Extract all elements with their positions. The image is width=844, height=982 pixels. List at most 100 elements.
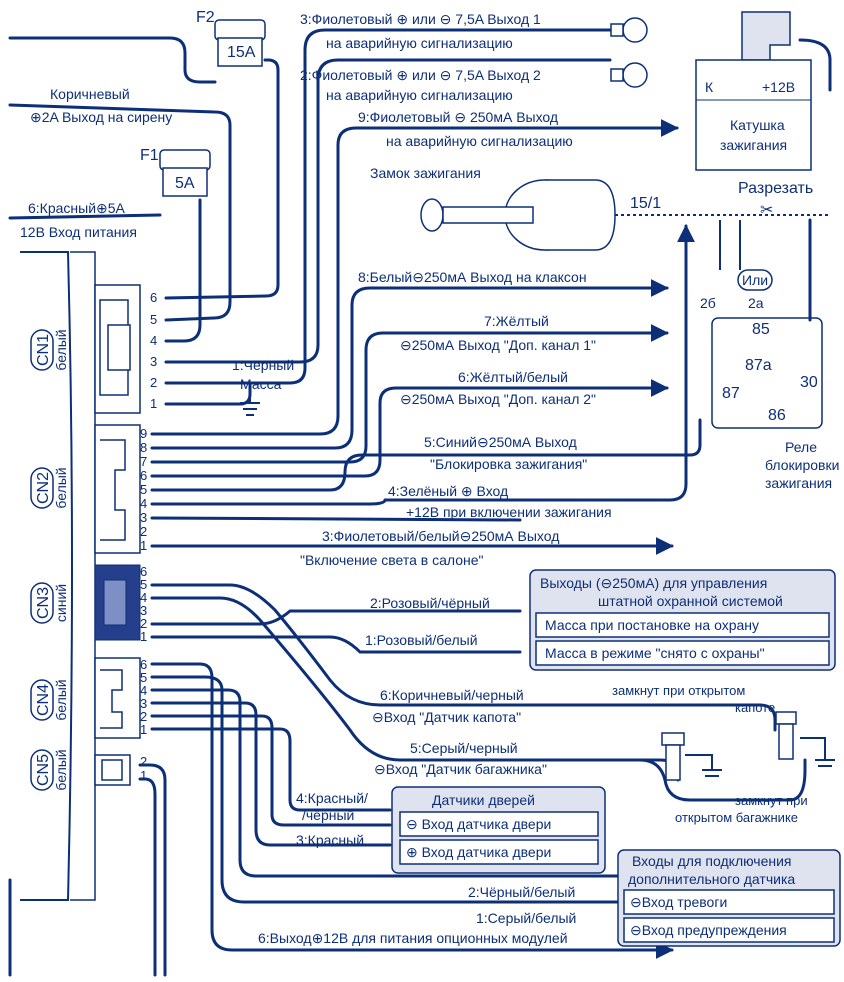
svg-text:Масса: Масса xyxy=(240,376,282,392)
svg-text:5: 5 xyxy=(140,670,147,685)
cn1-color: белый xyxy=(53,329,69,370)
svg-text:зажигания: зажигания xyxy=(720,137,787,153)
svg-text:Коричневый: Коричневый xyxy=(50,86,130,102)
svg-text:5:Серый/черный: 5:Серый/черный xyxy=(410,740,518,756)
wires xyxy=(8,28,807,977)
svg-text:87: 87 xyxy=(722,385,740,402)
svg-text:5: 5 xyxy=(140,577,147,592)
ground-symbol: 1:Чёрный Масса xyxy=(232,357,294,416)
svg-text:6: 6 xyxy=(140,657,147,672)
svg-text:зажигания: зажигания xyxy=(765,475,832,491)
svg-text:12В Вход питания: 12В Вход питания xyxy=(20,224,137,240)
svg-text:9:Фиолетовый ⊖ 250мА Выход: 9:Фиолетовый ⊖ 250мА Выход xyxy=(358,109,558,125)
svg-text:2:Розовый/чёрный: 2:Розовый/чёрный xyxy=(370,595,490,611)
svg-text:1:Чёрный: 1:Чёрный xyxy=(232,357,294,373)
svg-text:2: 2 xyxy=(140,709,147,724)
cn3-name: CN3 xyxy=(35,587,52,619)
svg-text:3: 3 xyxy=(140,603,147,618)
cn3-output-panel: Выходы (⊖250мА) для управления штатной о… xyxy=(365,569,836,671)
hood-sensor: 6:Коричневый/черный ⊖Вход "Датчик капота… xyxy=(372,683,797,760)
svg-text:6:Жёлтый/белый: 6:Жёлтый/белый xyxy=(458,369,568,385)
svg-text:блокировки: блокировки xyxy=(765,457,839,473)
svg-text:"Включение света в салоне": "Включение света в салоне" xyxy=(300,552,484,568)
svg-text:7: 7 xyxy=(140,454,147,469)
svg-text:3:Красный: 3:Красный xyxy=(296,832,364,848)
svg-text:2:Фиолетовый ⊕ или ⊖ 7,5A Выхо: 2:Фиолетовый ⊕ или ⊖ 7,5A Выход 2 xyxy=(300,67,541,83)
svg-text:1: 1 xyxy=(140,768,147,783)
svg-text:4: 4 xyxy=(140,590,147,605)
svg-text:+12В: +12В xyxy=(762,79,795,95)
svg-text:Разрезать: Разрезать xyxy=(738,180,813,197)
svg-text:2: 2 xyxy=(140,524,147,539)
svg-text:6: 6 xyxy=(140,468,147,483)
svg-text:15A: 15A xyxy=(227,44,256,61)
svg-text:на аварийную сигнализацию: на аварийную сигнализацию xyxy=(326,35,513,51)
svg-text:2: 2 xyxy=(140,616,147,631)
svg-text:4:Зелёный ⊕ Вход: 4:Зелёный ⊕ Вход xyxy=(388,483,508,499)
ignition-lock: Замок зажигания 15/1 Разрезать ✂ xyxy=(370,165,830,251)
svg-text:4: 4 xyxy=(150,333,157,348)
svg-text:6:Красный⊕5A: 6:Красный⊕5A xyxy=(28,200,126,216)
svg-text:1: 1 xyxy=(140,629,147,644)
svg-text:4: 4 xyxy=(140,496,147,511)
svg-text:⊖ Вход датчика двери: ⊖ Вход датчика двери xyxy=(406,816,551,832)
svg-text:F1: F1 xyxy=(140,147,159,164)
svg-text:2б: 2б xyxy=(700,295,716,311)
svg-text:6:Коричневый/черный: 6:Коричневый/черный xyxy=(380,687,524,703)
svg-text:2:Чёрный/белый: 2:Чёрный/белый xyxy=(468,884,575,900)
svg-text:⊕2A Выход на сирену: ⊕2A Выход на сирену xyxy=(30,109,172,125)
svg-text:Или: Или xyxy=(742,272,768,288)
cn4-color: белый xyxy=(53,679,69,720)
svg-text:Выходы (⊖250мА) для управления: Выходы (⊖250мА) для управления xyxy=(540,575,767,591)
ignition-coil: К +12В Катушка зажигания xyxy=(695,11,832,171)
scissors-icon: ✂ xyxy=(760,202,773,219)
svg-text:Датчики дверей: Датчики дверей xyxy=(432,792,535,808)
svg-text:замкнут при открытом: замкнут при открытом xyxy=(612,683,745,698)
svg-text:5:Синий⊖250мА Выход: 5:Синий⊖250мА Выход xyxy=(424,434,577,450)
svg-text:5: 5 xyxy=(140,482,147,497)
svg-text:замкнут при: замкнут при xyxy=(735,793,808,808)
left-labels: Коричневый ⊕2A Выход на сирену 6:Красный… xyxy=(20,86,172,240)
svg-text:5A: 5A xyxy=(175,175,195,192)
svg-text:5: 5 xyxy=(150,312,157,327)
svg-text:⊕ Вход датчика двери: ⊕ Вход датчика двери xyxy=(406,844,551,860)
svg-text:штатной охранной системой: штатной охранной системой xyxy=(598,593,783,609)
ignition-relay: Или 2б 2а 85 87 87a 30 86 Реле блокировк… xyxy=(700,218,839,491)
output-labels: 3:Фиолетовый ⊕ или ⊖ 7,5A Выход 1 на ава… xyxy=(258,11,612,946)
connector-blocks xyxy=(94,284,141,786)
svg-text:6: 6 xyxy=(140,564,147,579)
svg-text:3: 3 xyxy=(140,510,147,525)
ground-icon xyxy=(685,737,835,777)
svg-text:капоте: капоте xyxy=(735,700,775,715)
svg-text:2: 2 xyxy=(150,375,157,390)
cn2-name: CN2 xyxy=(35,472,52,504)
svg-text:9: 9 xyxy=(140,426,147,441)
svg-text:3:Фиолетовый/белый⊖250мА Выход: 3:Фиолетовый/белый⊖250мА Выход xyxy=(322,528,559,544)
svg-text:1: 1 xyxy=(150,396,157,411)
lamp-icon xyxy=(610,17,648,88)
svg-text:1:Розовый/белый: 1:Розовый/белый xyxy=(365,632,478,648)
svg-text:85: 85 xyxy=(752,321,770,338)
svg-text:Катушка: Катушка xyxy=(730,117,785,133)
svg-text:4:Красный/: 4:Красный/ xyxy=(296,790,368,806)
svg-text:/чёрный: /чёрный xyxy=(302,807,354,823)
svg-text:4: 4 xyxy=(140,683,147,698)
cn1-name: CN1 xyxy=(35,334,52,366)
svg-text:86: 86 xyxy=(768,407,786,424)
svg-text:1:Серый/белый: 1:Серый/белый xyxy=(476,910,576,926)
fuse-f2: F2 15A xyxy=(196,9,266,67)
svg-text:87a: 87a xyxy=(745,357,772,374)
svg-text:⊖Вход "Датчик багажника": ⊖Вход "Датчик багажника" xyxy=(374,761,547,777)
svg-text:Масса при постановке на охрану: Масса при постановке на охрану xyxy=(545,617,759,633)
svg-text:6: 6 xyxy=(150,290,157,305)
cn5-name: CN5 xyxy=(35,754,52,786)
svg-text:F2: F2 xyxy=(196,9,215,26)
cn3-color: синий xyxy=(53,584,69,622)
svg-text:⊖Вход "Датчик капота": ⊖Вход "Датчик капота" xyxy=(372,709,521,725)
svg-text:+12В при включении зажигания: +12В при включении зажигания xyxy=(406,504,612,520)
cn4-name: CN4 xyxy=(35,684,52,716)
svg-text:Входы для подключения: Входы для подключения xyxy=(632,853,792,869)
svg-text:дополнительного датчика: дополнительного датчика xyxy=(628,871,795,887)
svg-text:на аварийную сигнализацию: на аварийную сигнализацию xyxy=(326,87,513,103)
svg-text:7:Жёлтый: 7:Жёлтый xyxy=(484,313,549,329)
